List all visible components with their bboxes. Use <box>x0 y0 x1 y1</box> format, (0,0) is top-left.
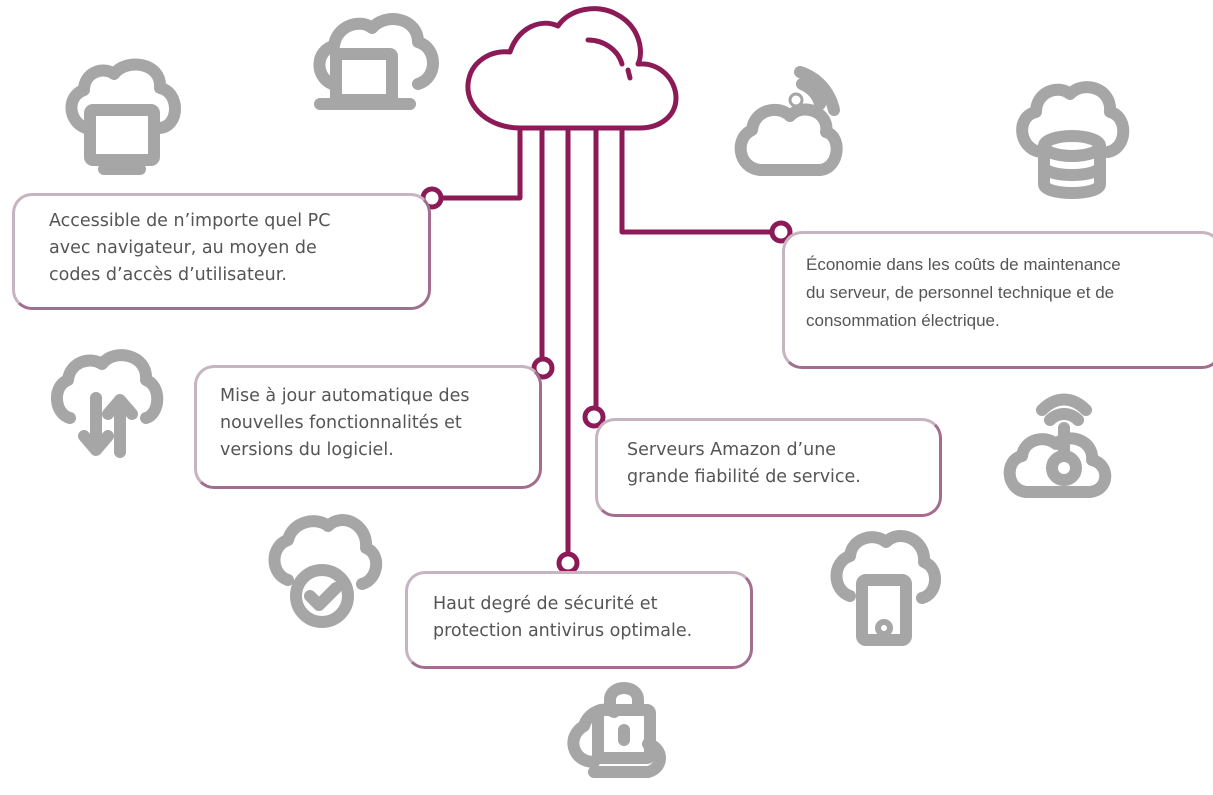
connector-node-economy <box>769 220 793 244</box>
connector-lines <box>433 125 777 559</box>
cloud-database-icon <box>1016 81 1130 199</box>
cloud-antenna-icon <box>1003 393 1112 498</box>
economy-line-3: consommation électrique. <box>806 311 1000 330</box>
updates-line-1: Mise à jour automatique des <box>220 386 470 406</box>
central-cloud-icon <box>465 6 679 131</box>
cloud-wifi-icon <box>734 66 843 176</box>
cloud-check-icon <box>268 514 382 628</box>
amazon-info-box: Serveurs Amazon d’une grande fiabilité d… <box>595 418 942 517</box>
cloud-mobile-icon <box>830 530 941 646</box>
access-info-box: Accessible de n’importe quel PC avec nav… <box>12 193 431 310</box>
amazon-line-2: grande fiabilité de service. <box>627 467 861 487</box>
cloud-upload-download-icon <box>51 349 164 458</box>
access-line-1: Accessible de n’importe quel PC <box>49 211 331 231</box>
cloud-laptop-icon <box>313 13 439 110</box>
security-info-box: Haut degré de sécurité et protection ant… <box>405 571 753 669</box>
connector-node-security <box>556 551 580 575</box>
updates-info-box: Mise à jour automatique des nouvelles fo… <box>194 365 542 489</box>
economy-line-1: Économie dans les coûts de maintenance <box>806 255 1121 274</box>
amazon-line-1: Serveurs Amazon d’une <box>627 440 837 460</box>
cloud-lock-icon <box>567 682 666 778</box>
updates-line-2: nouvelles fonctionnalités et <box>220 413 462 433</box>
connector-node-amazon <box>582 405 606 429</box>
economy-info-box: Économie dans les coûts de maintenance d… <box>782 231 1213 369</box>
economy-line-2: du serveur, de personnel technique et de <box>806 283 1115 302</box>
access-line-2: avec navigateur, au moyen de <box>49 238 317 258</box>
access-line-3: codes d’accès d’utilisateur. <box>49 265 287 285</box>
cloud-monitor-icon <box>65 58 181 175</box>
updates-line-3: versions du logiciel. <box>220 440 394 460</box>
security-line-2: protection antivirus optimale. <box>433 621 693 641</box>
security-line-1: Haut degré de sécurité et <box>433 594 658 614</box>
